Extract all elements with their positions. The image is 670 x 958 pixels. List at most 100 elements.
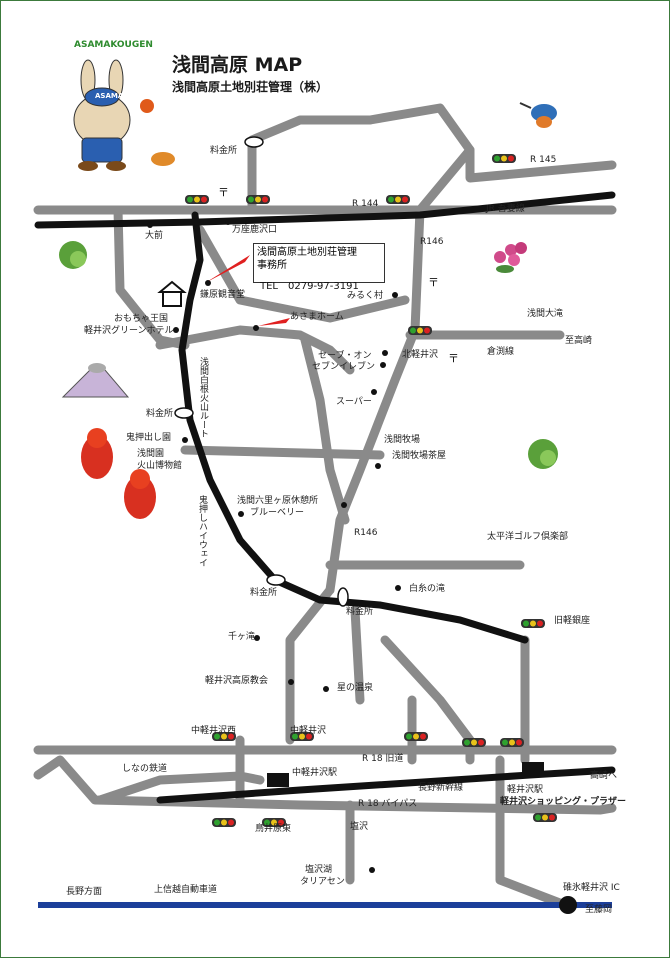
- kingfisher-illustration: [519, 102, 557, 128]
- road-kitakaru-west: [155, 325, 355, 375]
- label-save-on: セーブ・オン: [318, 351, 372, 361]
- label-kita-karuizawa: 北軽井沢: [402, 350, 439, 360]
- road-bypass-loop: [95, 771, 265, 805]
- road-hoshino: [350, 605, 365, 705]
- flower-illustration: [494, 242, 527, 273]
- traffic-signals: [185, 154, 557, 827]
- house-icon: [157, 280, 187, 307]
- jr-agatsuma-line: [34, 191, 616, 229]
- highway: [34, 191, 616, 804]
- road-r18-bypass: [33, 755, 617, 815]
- mascot-badge: ASAMA: [95, 92, 124, 100]
- toll-gate-icon: [174, 407, 194, 419]
- label-kazan-hakubutsukan: 火山博物館: [137, 461, 183, 471]
- office-box: 浅間高原土地別荘管理 事務所: [253, 243, 385, 283]
- label-to-fujioka: 至藤岡: [585, 905, 613, 915]
- label-seven-eleven: セブンイレブン: [312, 362, 376, 372]
- label-karuizawa-green-hotel: 軽井沢グリーンホテル: [84, 326, 174, 336]
- label-usui-karuizawa-ic: 碓氷軽井沢 IC: [563, 883, 620, 893]
- poi-dot: [392, 292, 398, 298]
- label-omocha-oukoku: おもちゃ王国: [114, 314, 169, 324]
- poi-dot: [182, 437, 188, 443]
- poi-dot: [205, 280, 211, 286]
- label-sengataki: 千ヶ滝: [228, 632, 256, 642]
- highway-onioshi: [178, 211, 529, 644]
- label-naka-karuizawa-nishi: 中軽井沢西: [191, 726, 237, 736]
- signal-icon: [408, 326, 432, 335]
- poi-dot: [173, 327, 179, 333]
- poi-markers: [147, 219, 401, 873]
- page-title: 浅間高原 MAP: [172, 54, 303, 76]
- road-network: [33, 103, 617, 910]
- label-taliesin: タリアセン: [300, 877, 345, 887]
- signal-icon: [500, 738, 524, 747]
- label-blueberry: ブルーベリー: [250, 508, 305, 518]
- toll-gate-icon: [266, 574, 286, 586]
- signal-icon: [290, 732, 314, 741]
- shinano-railway: [156, 766, 616, 804]
- toll-gate-icon: [337, 587, 349, 607]
- label-ryokinjo-mid: 料金所: [146, 409, 174, 419]
- page-subtitle: 浅間高原土地別荘管理（株）: [172, 80, 329, 94]
- label-shiraito: 白糸の滝: [409, 584, 446, 594]
- asama-home-pointer: [258, 318, 290, 326]
- label-r144: R 144: [352, 199, 379, 209]
- shrine-icon: 〒: [218, 186, 229, 199]
- label-taiheiyo-golf: 太平洋ゴルフ倶楽部: [487, 532, 569, 542]
- signal-icon: [246, 195, 270, 204]
- label-ohmae: 大前: [145, 231, 164, 241]
- label-asama-home: あさまホーム: [290, 312, 344, 322]
- road-bokujo: [180, 445, 385, 460]
- road-kanbara: [195, 225, 410, 323]
- label-r18-bypass: R 18 バイパス: [358, 799, 418, 809]
- label-nagano-shinkansen: 長野新幹線: [418, 783, 464, 793]
- label-karuizawa-kogen-church: 軽井沢高原教会: [205, 676, 269, 686]
- label-kyu-karuizawa-ginza: 旧軽銀座: [554, 616, 591, 626]
- label-shiozawa: 塩沢: [350, 822, 369, 832]
- label-mirukumura: みるく村: [347, 291, 384, 301]
- oni-illustration: [81, 428, 156, 519]
- label-super: スーパー: [336, 397, 372, 407]
- shrine-icon: 〒: [428, 276, 439, 289]
- signal-icon: [185, 195, 209, 204]
- label-hoshino-onsen: 星の温泉: [337, 683, 374, 693]
- mascot-rabbit-illustration: [73, 59, 154, 171]
- poi-dot: [395, 585, 401, 591]
- leaf-illustration: [151, 152, 175, 166]
- signal-icon: [404, 732, 428, 741]
- signal-icon: [521, 619, 545, 628]
- label-shiozawako: 塩沢湖: [305, 865, 333, 875]
- label-karuizawa-eki: 軽井沢駅: [507, 785, 544, 795]
- label-r146-top: R146: [420, 237, 444, 247]
- signal-icon: [462, 738, 486, 747]
- label-kanbara: 鎌原観音堂: [200, 290, 246, 300]
- road-ic-access: [495, 755, 570, 910]
- label-torii-bara-higashi: 鳥井原東: [255, 824, 292, 834]
- label-to-takasaki: 高崎へ: [590, 771, 618, 781]
- poi-dot: [369, 867, 375, 873]
- signal-icon: [533, 813, 557, 822]
- label-onioshi-highway: 鬼押しハイウェイ: [197, 495, 207, 567]
- road-r146: [325, 205, 425, 595]
- label-naka-karuizawa-eki: 中軽井沢駅: [292, 768, 338, 778]
- office-pointer: [205, 255, 250, 283]
- signal-icon: [386, 195, 410, 204]
- poi-dot: [238, 511, 244, 517]
- cabbage-illustration: [59, 241, 87, 269]
- label-ryokinjo-right: 料金所: [346, 607, 374, 617]
- label-r146-mid: R146: [354, 528, 378, 538]
- road-church: [380, 635, 475, 765]
- office-line-2: 事務所: [257, 260, 287, 271]
- office-line-1: 浅間高原土地別荘管理: [257, 247, 357, 258]
- karuizawa-station-icon: [522, 762, 544, 776]
- label-karuizawa-shopping: 軽井沢ショッピング・プラザー: [500, 797, 627, 807]
- poi-dot: [147, 222, 153, 228]
- poi-dot: [382, 350, 388, 356]
- naka-karuizawa-station-icon: [267, 773, 289, 787]
- road-toll-north: [247, 115, 375, 215]
- label-onioshidashi: 鬼押出し園: [126, 433, 172, 443]
- label-kurabuchi-sen: 倉渕線: [487, 347, 515, 357]
- label-ryokinjo-left: 料金所: [250, 588, 278, 598]
- poi-dot: [288, 679, 294, 685]
- label-jr-agatsuma: JR 吾妻線: [486, 204, 525, 214]
